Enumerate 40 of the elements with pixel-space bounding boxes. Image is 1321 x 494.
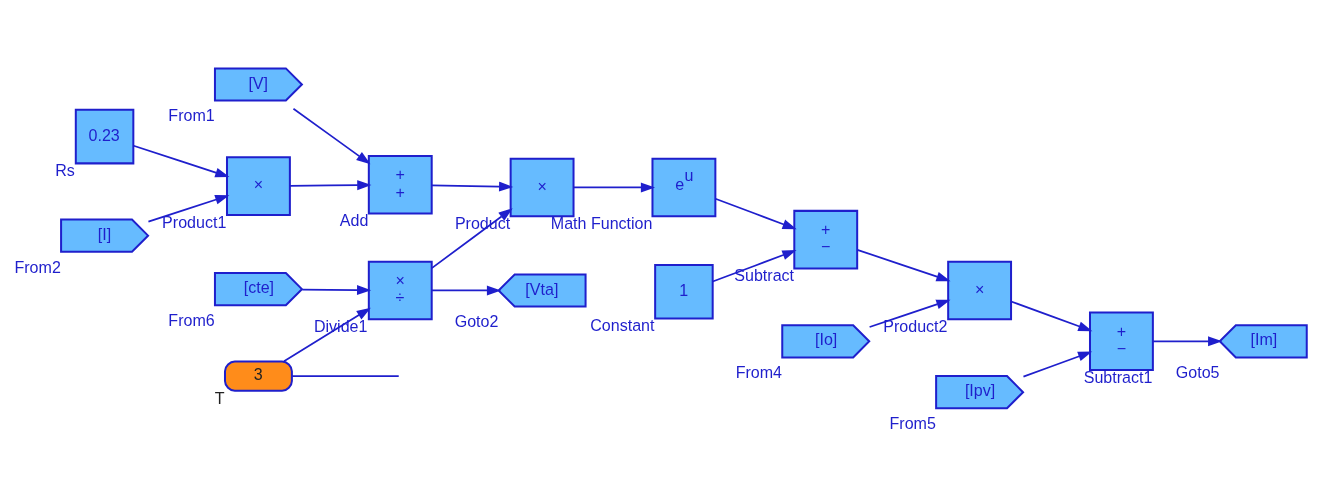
node-label: Rs [55, 161, 75, 180]
connector [291, 375, 400, 377]
arrow [711, 250, 797, 283]
node-box: × [947, 260, 1013, 321]
node-box: × ÷ [367, 260, 433, 321]
arrow [301, 285, 372, 296]
arrow [1010, 300, 1093, 332]
node-label: Goto2 [454, 312, 499, 331]
arrow [856, 248, 951, 282]
node-label: Goto5 [1175, 363, 1220, 382]
node-label: From2 [14, 257, 61, 276]
node-label: From5 [889, 414, 936, 433]
arrow [868, 299, 951, 328]
node-label: From6 [168, 311, 215, 330]
node-label: From4 [735, 363, 783, 382]
arrow [292, 107, 371, 165]
node-box: + − [793, 209, 859, 270]
node-box: 0.23 [74, 108, 135, 165]
node-box: + + [367, 155, 433, 215]
node-label: Constant [590, 316, 655, 335]
node-box: × [509, 157, 575, 218]
arrow [430, 285, 502, 296]
node-box: + − [1089, 311, 1154, 372]
node-box: 3 [224, 360, 293, 392]
node-label: Subtract [734, 266, 795, 285]
node-label: Product1 [162, 212, 227, 231]
node-label: From1 [168, 106, 215, 125]
node-label: Product2 [883, 317, 948, 336]
arrow [1152, 336, 1223, 347]
node-label: T [214, 388, 225, 407]
arrow [572, 182, 656, 193]
arrow [147, 194, 230, 223]
arrow [714, 197, 797, 230]
arrow [1022, 351, 1093, 378]
node-box: × [226, 156, 291, 216]
arrow [430, 181, 514, 192]
arrow [289, 180, 372, 191]
arrow [132, 144, 230, 178]
node-box: 1 [654, 264, 714, 320]
node-label: Add [339, 211, 369, 230]
